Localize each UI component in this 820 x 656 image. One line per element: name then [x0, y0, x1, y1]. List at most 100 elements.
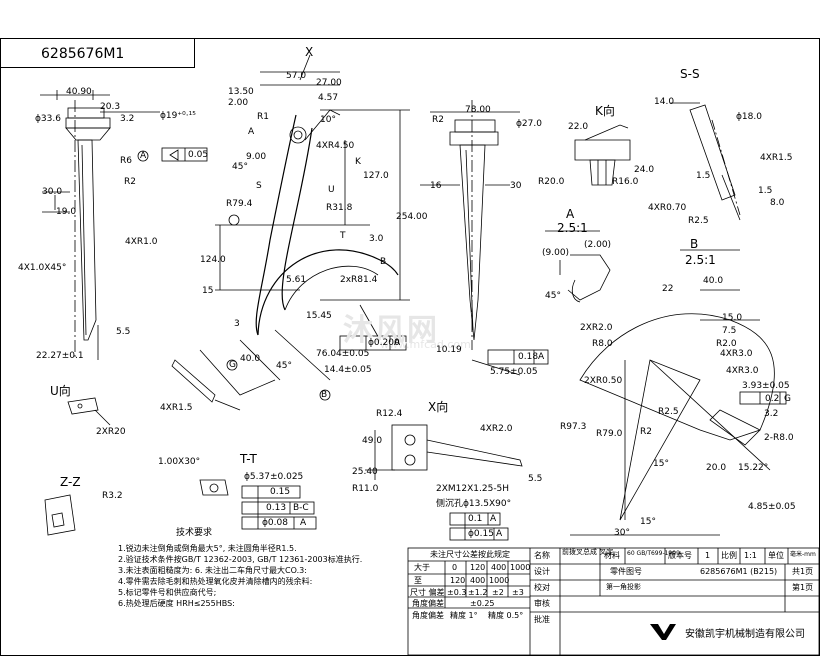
dim: ϕ33.6: [35, 114, 61, 124]
dim-label: A: [248, 127, 255, 137]
dim: 16: [430, 181, 442, 191]
view-label-b: B: [690, 237, 699, 251]
dim: 30.0: [42, 187, 63, 197]
dim: R2.5: [658, 407, 679, 417]
dim: 14.4±0.05: [324, 365, 372, 375]
dim: 30°: [614, 528, 630, 538]
fc-value: 0.1: [468, 514, 483, 524]
view-side-left: [40, 90, 208, 360]
dim-label: S: [256, 181, 262, 191]
dim: 76.04±0.05: [316, 349, 370, 359]
datum: A: [394, 338, 401, 348]
watermark: 沐风网: [343, 313, 439, 348]
part-label: 零件图号: [610, 567, 642, 576]
dim: R2: [640, 427, 652, 437]
dim: 2-R8.0: [764, 433, 794, 443]
total-pages: 共1页: [792, 567, 814, 576]
dim: 3: [234, 319, 240, 329]
dim: 15°: [653, 459, 669, 469]
tol-cell: ±0.3: [447, 588, 467, 597]
fc-value: 0.18: [518, 352, 539, 362]
view-edge: [420, 100, 549, 376]
dim: 20.3: [100, 102, 121, 112]
note-line: 3.未注表面粗糙度为: 6. 未注出二车角尺寸最大CO.3:: [118, 566, 307, 575]
dim: 7.5: [722, 326, 737, 336]
view-label-x-arrow: X: [305, 45, 314, 59]
datum: G: [784, 394, 791, 404]
tol-cell: 120: [470, 563, 486, 572]
dim: 4.85±0.05: [748, 502, 796, 512]
tol-cell: 120: [450, 576, 466, 585]
dim: 13.50: [228, 87, 254, 97]
dim: 40.90: [66, 87, 92, 97]
dim: 3.2: [120, 114, 135, 124]
fc-value: 0.15: [270, 487, 291, 497]
note-line: 5.标记零件号和供应商代号;: [118, 588, 217, 597]
dim: 2XM12X1.25-5H: [436, 484, 510, 494]
dim: 4XR1.5: [760, 153, 793, 163]
dim: R79.4: [226, 199, 253, 209]
dim: ϕ19⁺⁰·¹⁵: [160, 111, 196, 121]
view-label-a: A: [566, 207, 575, 221]
dim: 4XR3.0: [726, 366, 759, 376]
dim: 25.40: [352, 467, 378, 477]
dim: 5.5: [116, 327, 131, 337]
dim: 4.57: [318, 93, 339, 103]
datum: A: [300, 518, 307, 528]
design-label: 设计: [534, 567, 550, 576]
dim: R79.0: [596, 429, 623, 439]
tol-cell: 0: [452, 563, 458, 572]
note-line: 4.零件需去除毛刺和热处理氧化皮并清除槽内的残余料:: [118, 577, 313, 586]
dim: R11.0: [352, 484, 379, 494]
dim: 1.00X30°: [158, 457, 201, 467]
dim: R2.0: [716, 339, 737, 349]
dim: ϕ27.0: [516, 119, 542, 129]
dim: 15°: [640, 517, 656, 527]
view-detail-a: [545, 230, 611, 303]
dim: 15.0: [722, 313, 743, 323]
dim: 254.00: [396, 212, 428, 222]
dim: 49.0: [362, 436, 383, 446]
dim-label: G: [229, 360, 236, 370]
material-value: 60 GB/T699-1999: [627, 550, 680, 557]
dim: R97.3: [560, 422, 587, 432]
dim: 2xR81.4: [340, 275, 378, 285]
dim: 20.0: [706, 463, 727, 473]
dim: 2XR2.0: [580, 323, 613, 333]
dim: 30: [510, 181, 522, 191]
tol-cell: 1000: [510, 563, 531, 572]
tol-cell: 角度偏差: [412, 611, 444, 620]
name-label: 名称: [534, 551, 550, 560]
dim: 2.00: [228, 98, 249, 108]
datum: B-C: [293, 503, 309, 513]
part-value: 6285676M1 (B215): [700, 567, 778, 576]
dim: R6: [120, 156, 132, 166]
dim: R3.2: [102, 491, 123, 501]
company-name: 安徽凯宇机械制造有限公司: [685, 629, 805, 640]
dim: 40.0: [240, 354, 261, 364]
view-label-zz: Z-Z: [60, 475, 81, 489]
dim: 1.5: [696, 171, 711, 181]
dim: 15: [202, 286, 214, 296]
tol-cell: ±2: [492, 588, 504, 597]
projection-label: 第一角投影: [606, 583, 641, 591]
watermark-url: www.mfcad.com: [380, 338, 471, 351]
view-x: [365, 424, 523, 541]
dim: ϕ18.0: [736, 112, 762, 122]
tol-cell: ±0.25: [470, 599, 495, 608]
dim-label: B: [380, 257, 387, 267]
note-line: 2.验证技术条件按GB/T 12362-2003, GB/T 12361-200…: [118, 555, 363, 564]
dim: 4XR2.0: [480, 424, 513, 434]
dim: 45°: [545, 291, 561, 301]
dim: 4X1.0X45°: [18, 263, 67, 273]
dim: 4XR3.0: [720, 349, 753, 359]
dim: 22.27±0.1: [36, 351, 84, 361]
review-label: 审核: [534, 599, 550, 608]
dim: ϕ5.37±0.025: [244, 472, 304, 482]
logo-mark: [650, 624, 676, 640]
dim: 57.0: [286, 71, 307, 81]
fc-value: ϕ0.200: [368, 338, 400, 348]
dim: 40.0: [703, 276, 724, 286]
dim: 侧沉孔ϕ13.5X90°: [436, 499, 512, 509]
page-number: 第1页: [792, 583, 814, 592]
